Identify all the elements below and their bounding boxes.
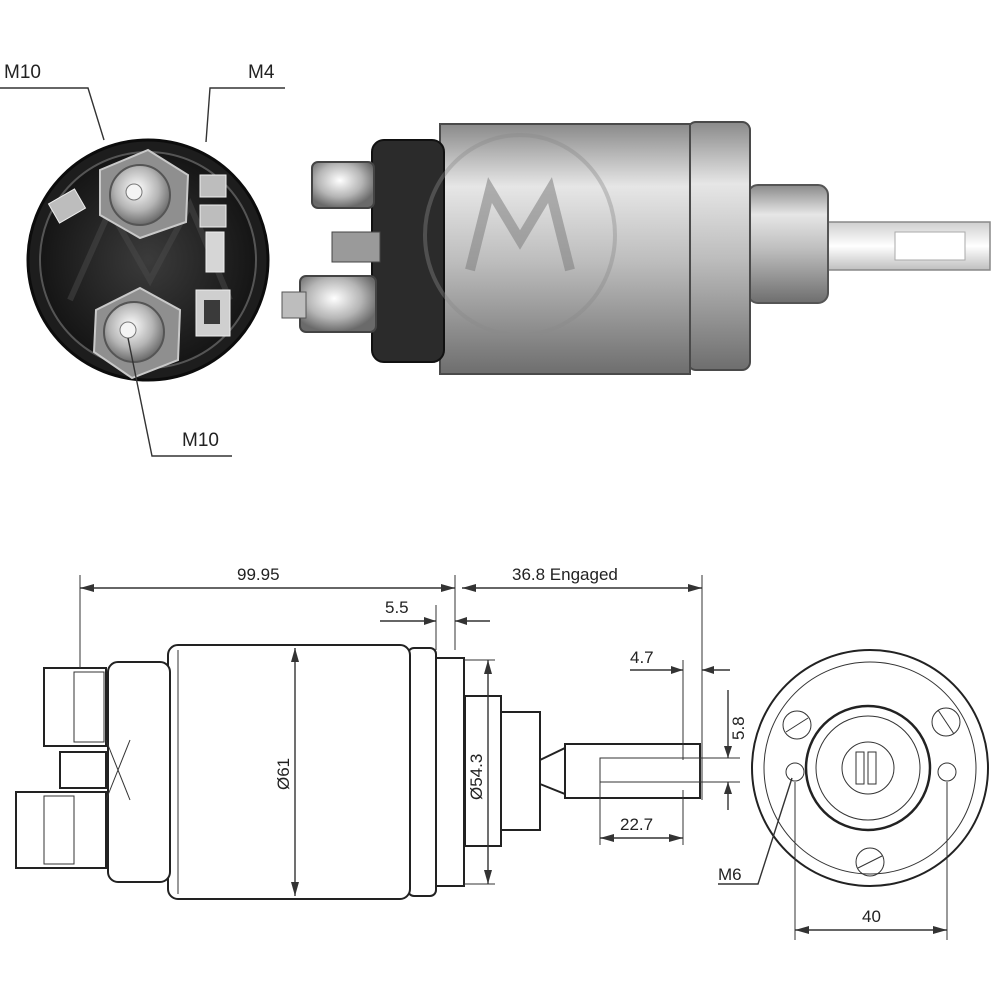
dimension-lines [79, 575, 740, 896]
front-view-dimensions [718, 777, 948, 940]
dim-slot-width: 4.7 [630, 648, 654, 667]
dim-flange-offset: 5.5 [385, 598, 409, 617]
dim-plunger-length: 22.7 [620, 815, 653, 834]
dim-mount-thread: M6 [718, 865, 742, 884]
dim-body-diameter: Ø61 [274, 758, 293, 790]
front-view-drawing [751, 649, 989, 887]
label-m4: M4 [248, 62, 275, 83]
dim-overall-length: 99.95 [237, 565, 280, 584]
dim-engaged-stroke: 36.8 Engaged [512, 565, 618, 584]
label-m10-bottom: M10 [182, 430, 219, 451]
dim-mount-spacing: 40 [862, 907, 881, 926]
end-view-photo [26, 138, 270, 382]
dim-flange-diameter: Ø54.3 [467, 754, 486, 800]
label-m10-top: M10 [4, 62, 41, 83]
side-dimension-drawing [15, 644, 701, 900]
side-view-photo [281, 121, 991, 375]
dim-slot-height: 5.8 [729, 716, 748, 740]
